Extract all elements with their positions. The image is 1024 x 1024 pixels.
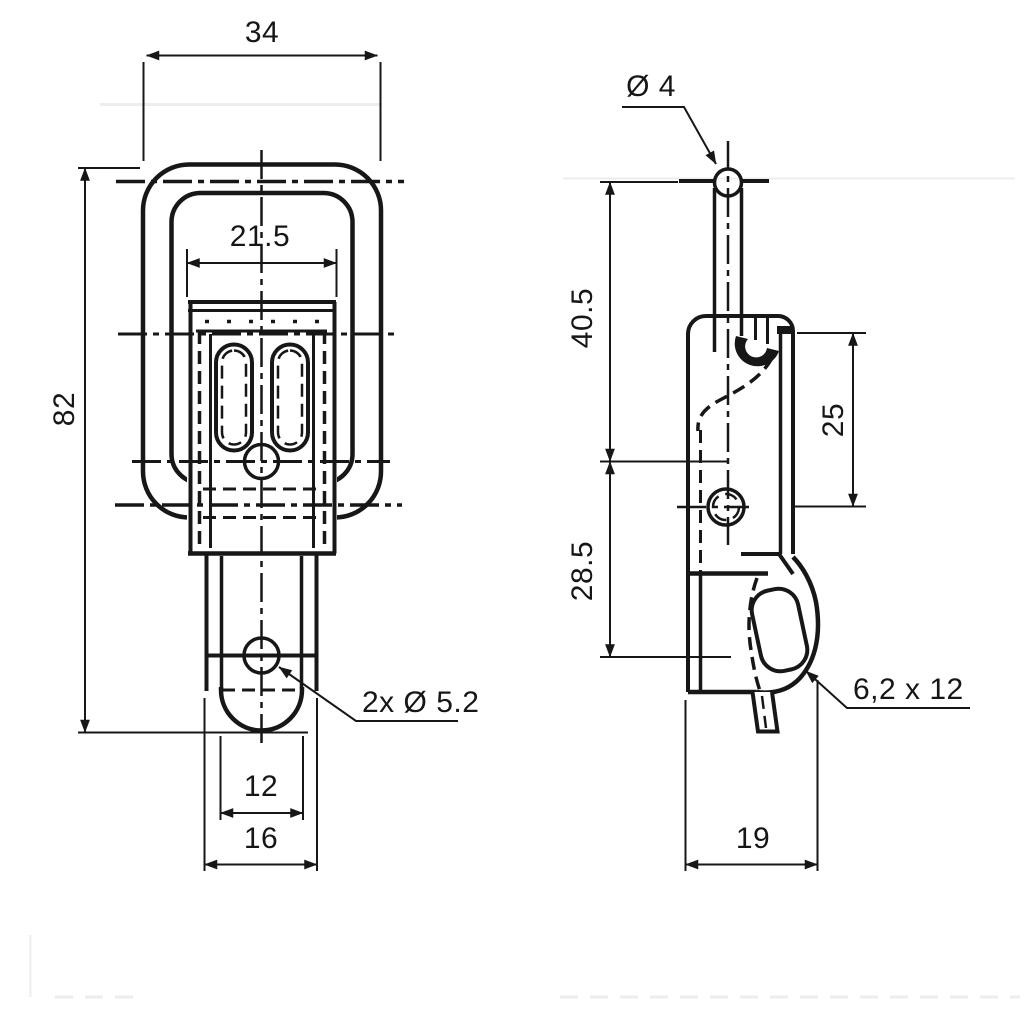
leader-holes: 2x Ø 5.2 (278, 666, 479, 722)
dim-tab-width: 12 (219, 736, 304, 820)
catch-eye-outer (755, 555, 821, 695)
dim-overall-height: 82 (48, 167, 308, 734)
dim-depth: 19 (684, 680, 819, 871)
note-holes-label: 2x Ø 5.2 (362, 686, 479, 719)
note-slot-label: 6,2 x 12 (853, 673, 964, 706)
scan-artifacts (29, 103, 1020, 999)
dim-overall-height-label: 82 (48, 392, 81, 426)
catch-eye-slot (749, 586, 810, 674)
note-rod-diameter-label: Ø 4 (626, 70, 676, 103)
dim-overall-width-label: 34 (245, 16, 279, 49)
dim-plate-width-label: 21.5 (230, 220, 290, 253)
dim-stem-width: 16 (203, 698, 318, 871)
dim-hole-offset: 25 (795, 332, 866, 508)
dim-upper-span: 40.5 (566, 181, 727, 463)
dim-lower-span-label: 28.5 (566, 541, 599, 601)
rod (679, 141, 769, 545)
dim-tab-width-label: 12 (244, 770, 278, 803)
dim-upper-span-label: 40.5 (566, 288, 599, 348)
dim-hole-offset-label: 25 (817, 403, 850, 437)
latch-body (188, 300, 337, 733)
front-centerlines (115, 150, 404, 746)
dimensions: 34 21.5 82 12 16 (48, 16, 970, 871)
dim-depth-label: 19 (736, 822, 770, 855)
slot-left (214, 342, 254, 453)
housing (677, 314, 821, 734)
dim-lower-span: 28.5 (566, 461, 731, 658)
side-view (677, 141, 821, 734)
wire-loop (734, 336, 779, 367)
wire-tail (750, 691, 780, 734)
slot-right (270, 342, 310, 453)
leader-rod-diameter: Ø 4 (622, 70, 717, 165)
hidden-spring-curve (696, 357, 774, 432)
dim-stem-width-label: 16 (244, 822, 278, 855)
leader-slot: 6,2 x 12 (805, 670, 970, 709)
dim-overall-width: 34 (142, 16, 382, 161)
dim-plate-width: 21.5 (186, 220, 338, 297)
